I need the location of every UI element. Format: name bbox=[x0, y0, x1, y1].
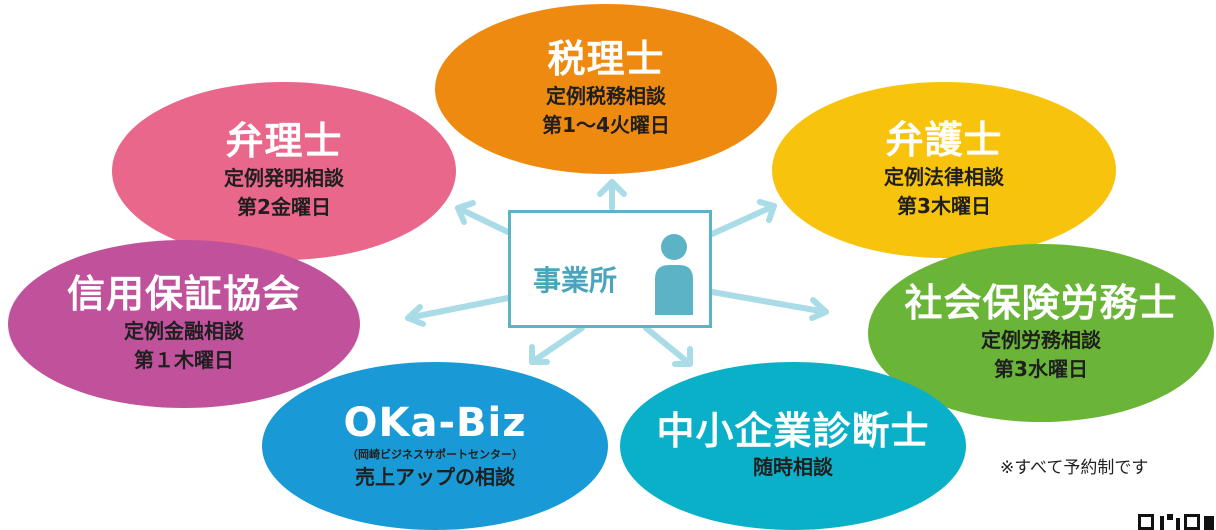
arrow-to-chusho-head bbox=[672, 346, 693, 367]
arrow-to-benrishi bbox=[455, 205, 511, 235]
node-chusho-line1: 随時相談 bbox=[753, 455, 833, 480]
arrow-to-okabiz bbox=[529, 325, 585, 365]
node-zeirishi: 税理士 定例税務相談 第1～4火曜日 bbox=[435, 4, 777, 174]
arrow-to-sharoushi-head bbox=[809, 297, 829, 321]
center-label: 事業所 bbox=[533, 264, 618, 297]
node-chusho-title: 中小企業診断士 bbox=[656, 408, 930, 453]
node-bengoshi-line1: 定例法律相談 bbox=[884, 164, 1004, 189]
node-benrishi-line1: 定例発明相談 bbox=[224, 165, 344, 190]
arrow-to-okabiz-head bbox=[529, 344, 550, 365]
node-shinyo-line1: 定例金融相談 bbox=[124, 318, 244, 343]
center-office-box: 事業所 bbox=[508, 210, 712, 328]
arrow-to-shinyo-head bbox=[405, 304, 426, 327]
node-bengoshi-line2: 第3木曜日 bbox=[897, 193, 991, 218]
node-sharoushi-line2: 第3水曜日 bbox=[994, 356, 1088, 381]
node-okabiz-sub: （岡崎ビジネスサポートセンター） bbox=[347, 447, 523, 461]
node-shinyo: 信用保証協会 定例金融相談 第１木曜日 bbox=[8, 240, 360, 408]
arrow-to-zeirishi-head bbox=[597, 179, 627, 197]
node-sharoushi-title: 社会保険労務士 bbox=[904, 281, 1178, 326]
node-shinyo-title: 信用保証協会 bbox=[66, 272, 301, 317]
node-benrishi-line2: 第2金曜日 bbox=[237, 194, 331, 219]
node-shinyo-line2: 第１木曜日 bbox=[134, 347, 234, 372]
arrow-to-bengoshi bbox=[709, 203, 777, 237]
reservation-note: ※すべて予約制です bbox=[1000, 458, 1149, 478]
arrow-to-shinyo bbox=[405, 295, 511, 321]
arrow-to-benrishi-head bbox=[455, 200, 476, 225]
person-icon bbox=[655, 234, 693, 315]
node-okabiz-line1: 売上アップの相談 bbox=[355, 465, 515, 490]
node-bengoshi: 弁護士 定例法律相談 第3木曜日 bbox=[772, 82, 1116, 258]
node-sharoushi-line1: 定例労務相談 bbox=[981, 327, 1101, 352]
arrow-to-bengoshi-head bbox=[757, 199, 777, 223]
node-benrishi: 弁理士 定例発明相談 第2金曜日 bbox=[112, 82, 456, 260]
node-okabiz-title: OKa-Biz bbox=[343, 399, 527, 446]
arrow-to-sharoushi bbox=[709, 289, 829, 315]
node-bengoshi-title: 弁護士 bbox=[885, 118, 1003, 163]
node-chusho: 中小企業診断士 随時相談 bbox=[620, 362, 966, 530]
arrow-to-chusho bbox=[643, 325, 693, 367]
node-zeirishi-line1: 定例税務相談 bbox=[546, 83, 666, 108]
node-zeirishi-line2: 第1～4火曜日 bbox=[542, 112, 670, 137]
qr-code-icon bbox=[1138, 514, 1214, 530]
node-benrishi-title: 弁理士 bbox=[225, 119, 343, 164]
node-zeirishi-title: 税理士 bbox=[547, 37, 665, 82]
node-okabiz: OKa-Biz （岡崎ビジネスサポートセンター） 売上アップの相談 bbox=[262, 362, 608, 530]
